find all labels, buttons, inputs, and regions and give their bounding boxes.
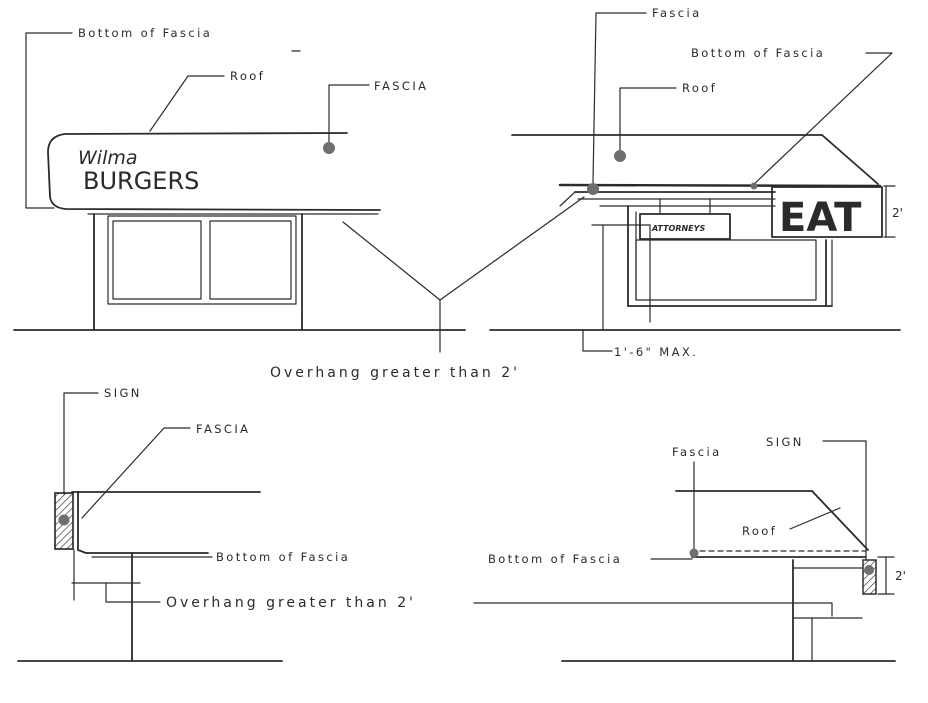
roof-label: Roof xyxy=(682,81,717,95)
bottom-of-fascia-marker xyxy=(750,182,758,190)
fascia-leader xyxy=(81,427,191,519)
fascia-band xyxy=(47,132,381,211)
fascia-label: FASCIA xyxy=(196,422,250,436)
panel-top-left: Wilma BURGERS Bottom of Fascia Roof FASC… xyxy=(13,26,466,331)
sign-label: SIGN xyxy=(104,386,142,400)
roof-marker xyxy=(614,150,626,162)
storefront-window xyxy=(107,215,297,305)
attorneys-sign-text: ATTORNEYS xyxy=(651,224,705,233)
sign-leader xyxy=(63,392,99,495)
fascia-leader xyxy=(328,84,370,143)
roof-leader xyxy=(619,87,677,151)
window-frame xyxy=(635,239,817,301)
fascia-label: Fascia xyxy=(672,445,722,459)
max-clearance-label: 1'-6" MAX. xyxy=(614,345,698,359)
fascia-marker xyxy=(587,183,599,195)
dim-2ft-label: 2' xyxy=(892,206,903,220)
sign-marker xyxy=(864,565,874,575)
sign-leader xyxy=(822,440,867,561)
attorneys-sign xyxy=(639,213,731,240)
max-dim-leader xyxy=(582,329,613,352)
overhang-leader-left xyxy=(342,221,441,301)
window-pane-right xyxy=(209,220,292,300)
bottom-of-fascia-label: Bottom of Fascia xyxy=(691,46,825,60)
eat-sign xyxy=(771,186,883,238)
panel-bottom-left: Overhang greater than 2' SIGN FASCIA Bot… xyxy=(17,386,416,662)
roof-label: Roof xyxy=(230,69,265,83)
roof-leader xyxy=(789,507,841,530)
panel-top-right: ATTORNEYS EAT 2' Fascia Bottom of Fascia… xyxy=(489,6,903,359)
roof-label: Roof xyxy=(742,524,777,538)
bottom-of-fascia-leader xyxy=(751,52,893,187)
overhang-callout-top: Overhang greater than 2' xyxy=(270,196,585,381)
sign-script-text: Wilma xyxy=(78,147,138,169)
bottom-of-fascia-leader xyxy=(25,32,73,209)
overhang-label: Overhang greater than 2' xyxy=(166,595,416,611)
panel-bottom-right: 2' Fascia SIGN Roof Bottom of Fascia xyxy=(488,435,906,662)
canopy-edge xyxy=(559,191,576,207)
roof-leader xyxy=(149,75,225,132)
fascia-leader xyxy=(592,12,647,184)
window-pane-left xyxy=(112,220,202,300)
fascia-line xyxy=(558,183,882,188)
overhang-label: Overhang greater than 2' xyxy=(270,365,520,381)
fascia-label: FASCIA xyxy=(374,79,428,93)
overhang-leader xyxy=(105,582,161,603)
sign-main-text: BURGERS xyxy=(83,167,199,195)
sign-marker xyxy=(58,514,70,526)
fascia-label: Fascia xyxy=(652,6,702,20)
sign-label: SIGN xyxy=(766,435,804,449)
dim-2ft-label: 2' xyxy=(895,569,906,583)
bottom-of-fascia-label: Bottom of Fascia xyxy=(488,552,622,566)
fascia-corner xyxy=(77,549,87,554)
roof-slope xyxy=(811,490,869,551)
bottom-of-fascia-label: Bottom of Fascia xyxy=(78,26,212,40)
fascia-marker xyxy=(323,142,335,154)
fascia-marker xyxy=(689,548,699,558)
roof-slope xyxy=(821,134,879,185)
bottom-of-fascia-label: Bottom of Fascia xyxy=(216,550,350,564)
eat-sign-text: EAT xyxy=(779,195,862,241)
overhang-leader-right xyxy=(439,196,585,301)
